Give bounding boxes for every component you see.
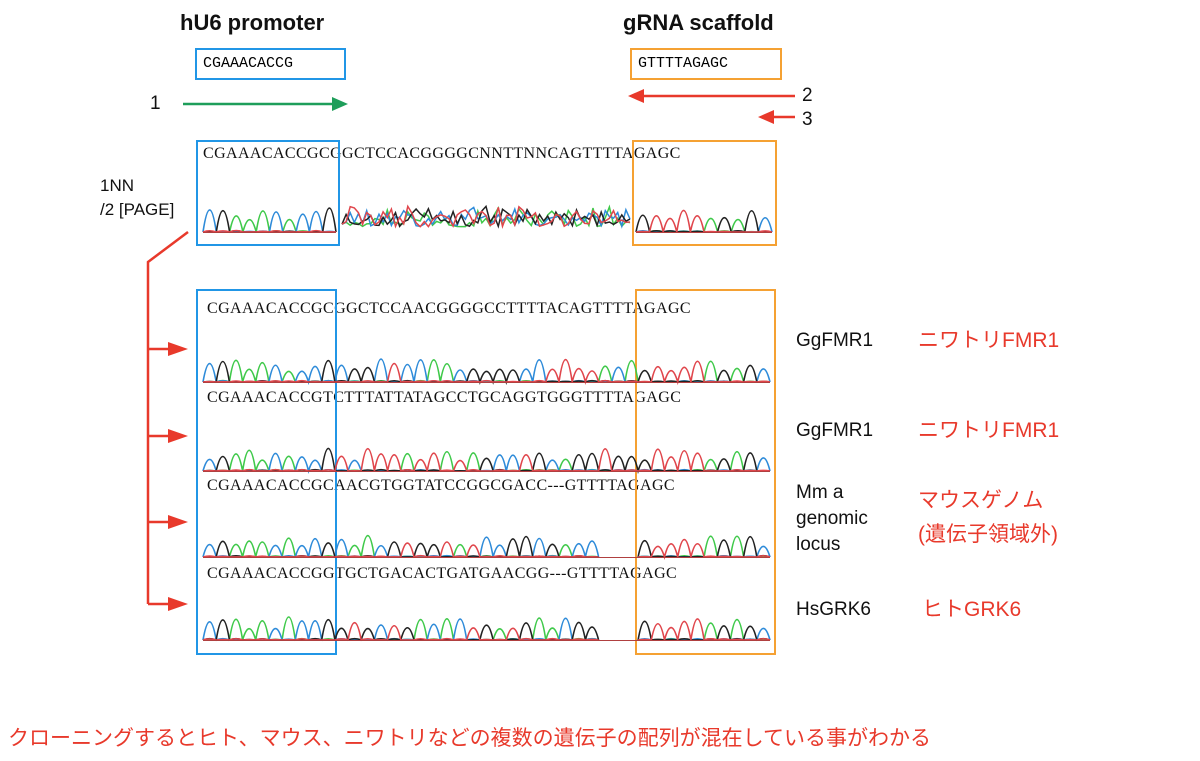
- scaffold-header: gRNA scaffold: [623, 10, 774, 35]
- clone-1-label: GgFMR1: [796, 330, 874, 351]
- trace-clone-1-c: [202, 358, 771, 386]
- primer-arrows: [183, 89, 795, 124]
- connector-arrowhead-2: [168, 429, 188, 443]
- clone-3-sequence: CGAAACACCGCAACGTGGTATCCGGCGACC---GTTTTAG…: [207, 477, 675, 494]
- scaffold-sequence-box: GTTTTAGAGC: [630, 48, 782, 80]
- pool-promoter-box: [196, 140, 340, 246]
- trace-clone-3-t: [202, 538, 771, 560]
- arrow-3-head: [758, 110, 774, 124]
- clone-3-label: Mm a genomic locus: [796, 480, 868, 558]
- clone-2-sequence: CGAAACACCGTCTTTATTATAGCCTGCAGGTGGGTTTTAG…: [207, 389, 682, 406]
- clone-2-note: ニワトリFMR1: [918, 419, 1060, 442]
- pool-sequence: CGAAACACCGCGGCTCCACGGGGCNNTTNNCAGTTTTAGA…: [203, 145, 681, 162]
- trace-pool-right-t: [635, 209, 773, 233]
- connector-arrowhead-1: [168, 342, 188, 356]
- chromatogram-traces: [202, 204, 773, 642]
- arrow-2-label: 2: [802, 85, 813, 106]
- clone-1-note: ニワトリFMR1: [918, 329, 1060, 352]
- trace-pool-middle-g: [341, 204, 631, 229]
- arrow-1-head: [332, 97, 348, 111]
- trace-clone-2-a: [202, 449, 771, 473]
- trace-clone-3-a: [202, 534, 771, 559]
- trace-clone-4-a: [202, 616, 771, 642]
- trace-pool-left-c: [202, 209, 337, 233]
- promoter-header: hU6 promoter: [180, 10, 325, 35]
- clone-3-note-line2: (遺伝子領域外): [918, 523, 1058, 546]
- connector-arrowhead-3: [168, 515, 188, 529]
- clone-4-sequence: CGAAACACCGGTGCTGACACTGATGAACGG---GTTTTAG…: [207, 565, 678, 582]
- caption: クローニングするとヒト、マウス、ニワトリなどの複数の遺伝子の配列が混在している事…: [8, 727, 931, 750]
- trace-pool-middle-a: [341, 204, 631, 228]
- clone-2-label: GgFMR1: [796, 420, 874, 441]
- arrow-2-head: [628, 89, 644, 103]
- arrow-1-label: 1: [150, 93, 161, 114]
- trace-clone-4-t: [202, 618, 771, 642]
- pool-label-line1: 1NN: [100, 176, 135, 195]
- clone-3-label-line2: genomic: [796, 508, 868, 529]
- scaffold-sequence: GTTTTAGAGC: [638, 55, 729, 72]
- connector-arrowhead-4: [168, 597, 188, 611]
- clone-3-note-line1: マウスゲノム: [918, 489, 1044, 512]
- connector-trunk: [146, 231, 189, 604]
- clone-3-label-line3: locus: [796, 534, 841, 555]
- promoter-sequence-box: CGAAACACCG: [195, 48, 346, 80]
- arrow-3-label: 3: [802, 109, 813, 130]
- pool-scaffold-box: [632, 140, 777, 246]
- clone-4-label: HsGRK6: [796, 599, 871, 620]
- pool-label-line2: /2 [PAGE]: [100, 200, 175, 219]
- clone-3-label-line1: Mm a: [796, 482, 844, 503]
- pool-label: 1NN /2 [PAGE]: [100, 174, 174, 222]
- trace-clone-4-g: [202, 618, 771, 642]
- trace-clone-2-t: [202, 448, 771, 473]
- trace-clone-1-t: [202, 359, 771, 386]
- clone-1-sequence: CGAAACACCGCGGCTCCAACGGGGCCTTTTACAGTTTTAG…: [207, 300, 691, 317]
- clone-3-note: マウスゲノム (遺伝子領域外): [918, 484, 1058, 552]
- clone-4-note: ヒトGRK6: [922, 598, 1022, 621]
- promoter-sequence: CGAAACACCG: [203, 55, 294, 72]
- trace-pool-middle-t: [341, 204, 631, 229]
- connector-arrows: [146, 231, 189, 611]
